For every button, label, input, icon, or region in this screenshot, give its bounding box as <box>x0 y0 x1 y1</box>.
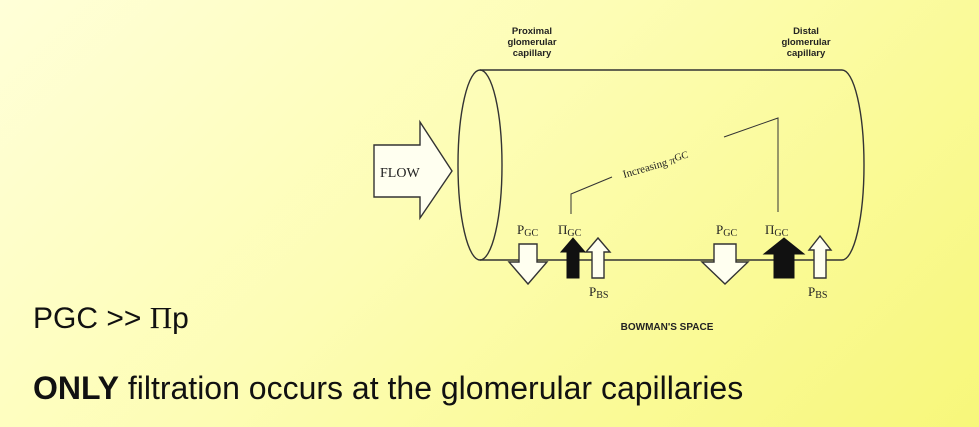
proximal-forces: PGC ΠGC PBS <box>507 222 612 301</box>
proximal-label-line-3: capillary <box>513 48 552 59</box>
distal-pgc-arrow <box>700 243 750 285</box>
trend-line-left <box>570 176 613 214</box>
statement-emphasis: ONLY <box>33 370 119 406</box>
distal-label-line-3: capillary <box>787 48 826 59</box>
bowmans-space-label: BOWMAN'S SPACE <box>621 322 714 333</box>
statement-text: filtration occurs at the glomerular capi… <box>118 370 744 406</box>
increasing-pi-gc-trend: Increasing πGC <box>570 117 779 214</box>
cylinder-back-end <box>841 69 865 261</box>
distal-forces: PGC ΠGC PBS <box>700 222 833 301</box>
proximal-label-line-1: Proximal <box>512 26 552 37</box>
flow-arrow: FLOW <box>373 119 453 221</box>
flow-label: FLOW <box>380 166 420 181</box>
proximal-pgc-arrow <box>507 243 549 286</box>
formula-right: p <box>172 302 189 335</box>
formula-pi: Π <box>149 300 173 335</box>
distal-pbs-arrow <box>807 234 833 279</box>
pressure-comparison: PGC >> Πp <box>33 300 189 336</box>
cylinder-front-end <box>457 69 503 261</box>
distal-pgc-label: PGC <box>716 222 737 239</box>
proximal-pbs-arrow <box>584 236 612 279</box>
distal-label-line-2: glomerular <box>781 37 830 48</box>
filtration-statement: ONLY filtration occurs at the glomerular… <box>33 370 743 407</box>
trend-line-right <box>723 117 779 212</box>
distal-pbs-label: PBS <box>808 284 827 301</box>
distal-pi-gc-label: ΠGC <box>765 222 789 239</box>
proximal-pi-gc-arrow <box>559 237 587 279</box>
proximal-pbs-label: PBS <box>589 284 608 301</box>
proximal-pi-gc-label: ΠGC <box>558 222 582 239</box>
trend-label: Increasing πGC <box>621 150 690 181</box>
formula-left: PGC >> <box>33 302 150 335</box>
distal-pi-gc-arrow <box>762 237 806 279</box>
proximal-label-line-2: glomerular <box>507 37 556 48</box>
proximal-pgc-label: PGC <box>517 222 538 239</box>
distal-label-line-1: Distal <box>793 26 819 37</box>
